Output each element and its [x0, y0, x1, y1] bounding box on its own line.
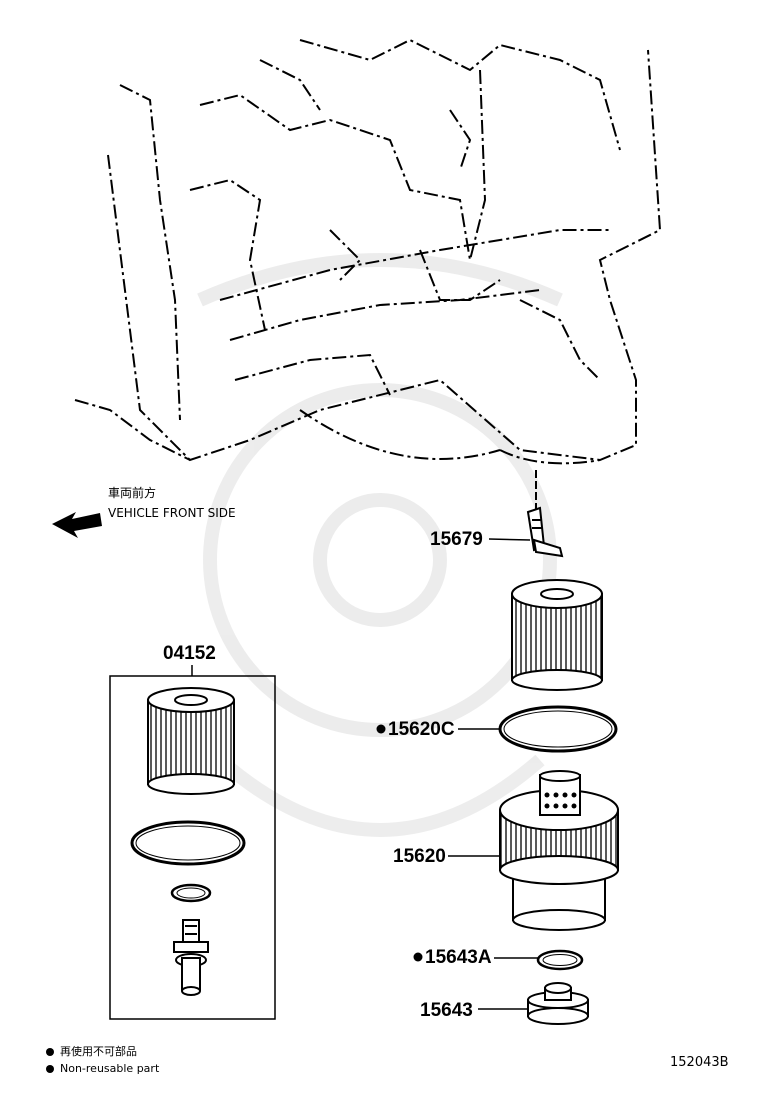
engine-block-outline: [74, 38, 662, 465]
leader-15679: [488, 538, 531, 541]
bullet-icon: [46, 1065, 54, 1073]
direction-label-jp: 車両前方: [108, 485, 156, 500]
part-label-15643: 15643: [420, 1000, 473, 1021]
part-label-15620C: 15620C: [388, 719, 455, 740]
legend-jp-text: 再使用不可部品: [60, 1045, 137, 1058]
kit-o-ring: [130, 820, 246, 866]
legend-jp-row: 再使用不可部品: [46, 1045, 137, 1059]
non-reusable-marker: [413, 952, 423, 962]
legend-en-row: Non-reusable part: [46, 1062, 159, 1076]
gasket-15643A: [536, 949, 584, 971]
direction-label-en: VEHICLE FRONT SIDE: [108, 506, 236, 520]
oil-filter-element: [511, 579, 603, 691]
front-direction-arrow: [52, 512, 102, 538]
part-label-15679: 15679: [430, 529, 483, 550]
kit-filter-element: [147, 687, 235, 795]
part-label-04152: 04152: [163, 643, 216, 664]
part-label-15620: 15620: [393, 846, 446, 867]
non-reusable-marker: [376, 724, 386, 734]
drain-plug-15643: [527, 982, 589, 1025]
o-ring-15620C: [498, 705, 618, 753]
drain-pipe-15679: [526, 506, 564, 558]
part-label-15643A: 15643A: [425, 947, 492, 968]
bullet-icon: [46, 1048, 54, 1056]
kit-gasket: [170, 883, 212, 903]
kit-drain-pipe: [173, 919, 209, 996]
legend-en-text: Non-reusable part: [60, 1062, 160, 1075]
watermark-emblem: [197, 253, 563, 837]
oil-filter-cap-15620: [499, 770, 619, 931]
diagram-code: 152043B: [670, 1055, 729, 1070]
kit-box-04152: [109, 675, 276, 1020]
